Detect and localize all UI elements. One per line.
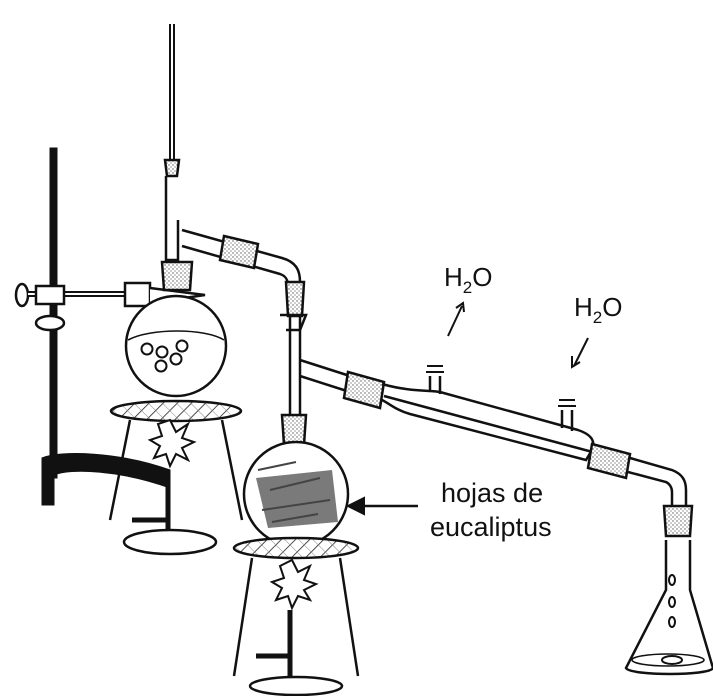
right-burner-base [250,677,342,695]
leaves-label-line1: hojas de [441,478,543,508]
drop-2 [669,597,675,607]
leaf-flask [234,442,358,695]
stand-base [42,454,170,505]
left-gauze [111,401,241,421]
clamp-screw [16,284,28,306]
water-out-label: H2O [444,262,492,297]
stand-rod [50,148,57,478]
water-in-label: H2O [574,292,622,327]
left-flame [150,420,194,466]
right-flame [272,560,316,608]
water-out-arrow [448,306,462,336]
left-burner-base [124,530,216,554]
clamp-knob [36,316,64,330]
right-gauze [234,538,358,558]
drop-3 [669,617,675,627]
leaves-label-line2: eucaliptus [430,512,552,542]
water-in-arrow [574,338,588,366]
receiver-flask [626,540,713,674]
eucalyptus-leaves [256,470,338,528]
drop-1 [669,575,675,585]
